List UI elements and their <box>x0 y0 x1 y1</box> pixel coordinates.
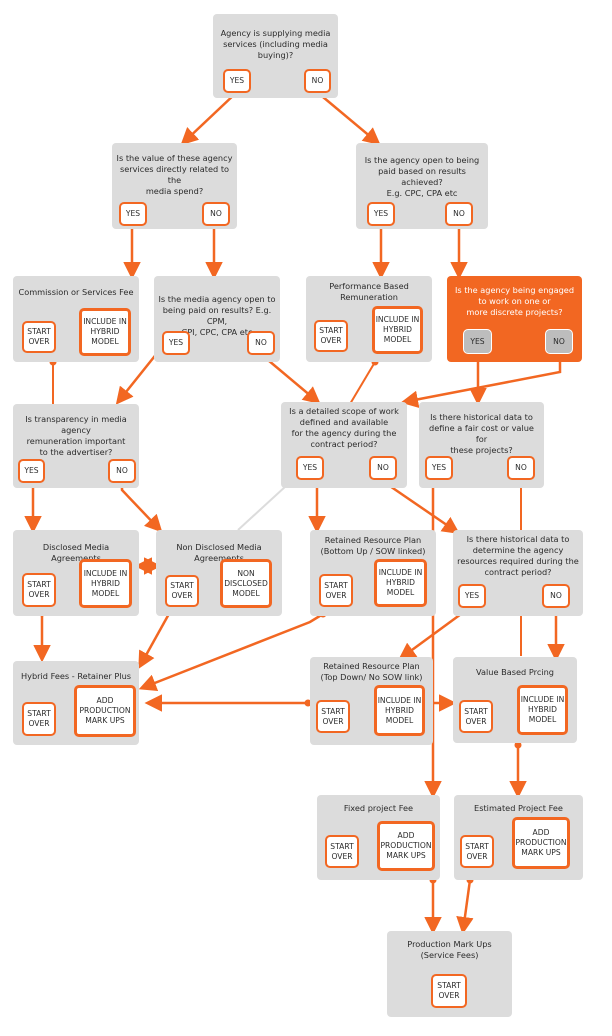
node-value-based-text: Value Based Prcing <box>476 667 554 677</box>
node-non-disclosed-text: Non Disclosed Media Agreements <box>176 542 262 563</box>
arrow-discrete-no <box>400 355 562 408</box>
no-button[interactable]: NO <box>542 584 570 608</box>
node-fixed-project: Fixed project Fee START OVER ADD PRODUCT… <box>317 795 440 880</box>
include-hybrid-button[interactable]: INCLUDE IN HYBRID MODEL <box>372 306 423 354</box>
line-scope-to-non <box>237 485 287 531</box>
no-button[interactable]: NO <box>108 459 136 483</box>
no-button[interactable]: NO <box>445 202 473 226</box>
node-hist-resources-text: Is there historical data to determine th… <box>457 534 579 577</box>
node-scope: Is a detailed scope of work defined and … <box>281 402 407 488</box>
node-retained-top: Retained Resource Plan (Top Down/ No SOW… <box>310 657 433 745</box>
include-hybrid-button[interactable]: INCLUDE IN HYBRID MODEL <box>374 685 425 736</box>
dot-top <box>304 699 312 707</box>
start-over-button[interactable]: START OVER <box>22 573 56 607</box>
start-over-button[interactable]: START OVER <box>314 320 348 352</box>
start-over-button[interactable]: START OVER <box>431 974 467 1008</box>
node-retained-top-text: Retained Resource Plan (Top Down/ No SOW… <box>320 661 423 682</box>
arrow-non-hybrid <box>138 611 172 670</box>
start-over-button[interactable]: START OVER <box>22 321 56 353</box>
arrow-supply-no <box>316 91 381 146</box>
include-hybrid-button[interactable]: INCLUDE IN HYBRID MODEL <box>79 559 132 608</box>
no-button[interactable]: NO <box>507 456 535 480</box>
line-start-performance <box>349 361 376 405</box>
add-production-button[interactable]: ADD PRODUCTION MARK UPS <box>74 685 136 737</box>
node-value-related-text: Is the value of these agency services di… <box>116 153 233 196</box>
include-hybrid-button[interactable]: INCLUDE IN HYBRID MODEL <box>79 308 131 356</box>
arrow-bottom-to-hybrid <box>138 612 324 692</box>
yes-button[interactable]: YES <box>425 456 453 480</box>
node-results-open: Is the agency open to being paid based o… <box>356 143 488 229</box>
node-production-markups: Production Mark Ups (Service Fees) START… <box>387 931 512 1017</box>
node-value-based: Value Based Prcing START OVER INCLUDE IN… <box>453 657 577 743</box>
node-retained-bottom: Retained Resource Plan (Bottom Up / SOW … <box>310 530 436 616</box>
arrow-supply-yes <box>180 91 238 146</box>
include-hybrid-button[interactable]: INCLUDE IN HYBRID MODEL <box>517 685 568 735</box>
node-production-markups-text: Production Mark Ups (Service Fees) <box>407 939 492 960</box>
arrow-media-no <box>261 354 321 405</box>
yes-button[interactable]: YES <box>18 459 45 483</box>
arrow-estimated-to-production <box>456 879 474 935</box>
node-hybrid-retainer: Hybrid Fees - Retainer Plus START OVER A… <box>13 661 139 745</box>
node-estimated-project: Estimated Project Fee START OVER ADD PRO… <box>454 795 583 880</box>
node-commission-text: Commission or Services Fee <box>18 287 134 297</box>
node-transparency: Is transparency in media agency remunera… <box>13 404 139 488</box>
node-discrete: Is the agency being engaged to work on o… <box>447 276 582 362</box>
node-estimated-project-text: Estimated Project Fee <box>474 803 563 813</box>
non-disclosed-model-button[interactable]: NON DISCLOSED MODEL <box>220 559 272 608</box>
node-hist-cost-text: Is there historical data to define a fai… <box>429 412 534 455</box>
node-disclosed: Disclosed Media Agreements START OVER IN… <box>13 530 139 616</box>
node-performance: Performance Based Remuneration START OVE… <box>306 276 432 362</box>
dot-value <box>514 741 522 749</box>
node-retained-bottom-text: Retained Resource Plan (Bottom Up / SOW … <box>320 535 426 556</box>
start-over-button[interactable]: START OVER <box>316 700 350 733</box>
node-fixed-project-text: Fixed project Fee <box>343 803 414 813</box>
node-supplying-text: Agency is supplying media services (incl… <box>220 28 331 60</box>
no-button[interactable]: NO <box>247 331 275 355</box>
node-hist-resources: Is there historical data to determine th… <box>453 530 583 616</box>
add-production-button[interactable]: ADD PRODUCTION MARK UPS <box>512 817 570 869</box>
no-button[interactable]: NO <box>545 329 573 354</box>
node-media-results: Is the media agency open to being paid o… <box>154 276 280 362</box>
node-media-results-text: Is the media agency open to being paid o… <box>158 294 276 337</box>
yes-button[interactable]: YES <box>463 329 492 354</box>
no-button[interactable]: NO <box>369 456 397 480</box>
no-button[interactable]: NO <box>304 69 331 93</box>
no-button[interactable]: NO <box>202 202 230 226</box>
node-disclosed-text: Disclosed Media Agreements <box>42 542 110 563</box>
add-production-button[interactable]: ADD PRODUCTION MARK UPS <box>377 821 435 871</box>
yes-button[interactable]: YES <box>367 202 395 226</box>
node-scope-text: Is a detailed scope of work defined and … <box>289 406 399 449</box>
yes-button[interactable]: YES <box>119 202 147 226</box>
node-non-disclosed: Non Disclosed Media Agreements START OVE… <box>156 530 282 616</box>
node-results-open-text: Is the agency open to being paid based o… <box>364 155 480 198</box>
start-over-button[interactable]: START OVER <box>325 835 359 868</box>
node-performance-text: Performance Based Remuneration <box>329 281 409 302</box>
node-hybrid-retainer-text: Hybrid Fees - Retainer Plus <box>20 671 132 681</box>
node-discrete-text: Is the agency being engaged to work on o… <box>454 285 575 317</box>
start-over-button[interactable]: START OVER <box>22 702 56 736</box>
yes-button[interactable]: YES <box>162 331 190 355</box>
start-over-button[interactable]: START OVER <box>165 575 199 607</box>
yes-button[interactable]: YES <box>458 584 486 608</box>
start-over-button[interactable]: START OVER <box>319 574 353 607</box>
node-value-related: Is the value of these agency services di… <box>112 143 237 229</box>
yes-button[interactable]: YES <box>223 69 251 93</box>
node-supplying: Agency is supplying media services (incl… <box>213 14 338 98</box>
start-over-button[interactable]: START OVER <box>460 835 494 868</box>
node-hist-cost: Is there historical data to define a fai… <box>419 402 544 488</box>
node-commission: Commission or Services Fee START OVER IN… <box>13 276 139 362</box>
node-transparency-text: Is transparency in media agency remunera… <box>25 414 127 457</box>
start-over-button[interactable]: START OVER <box>459 700 493 733</box>
yes-button[interactable]: YES <box>296 456 324 480</box>
include-hybrid-button[interactable]: INCLUDE IN HYBRID MODEL <box>374 559 427 607</box>
